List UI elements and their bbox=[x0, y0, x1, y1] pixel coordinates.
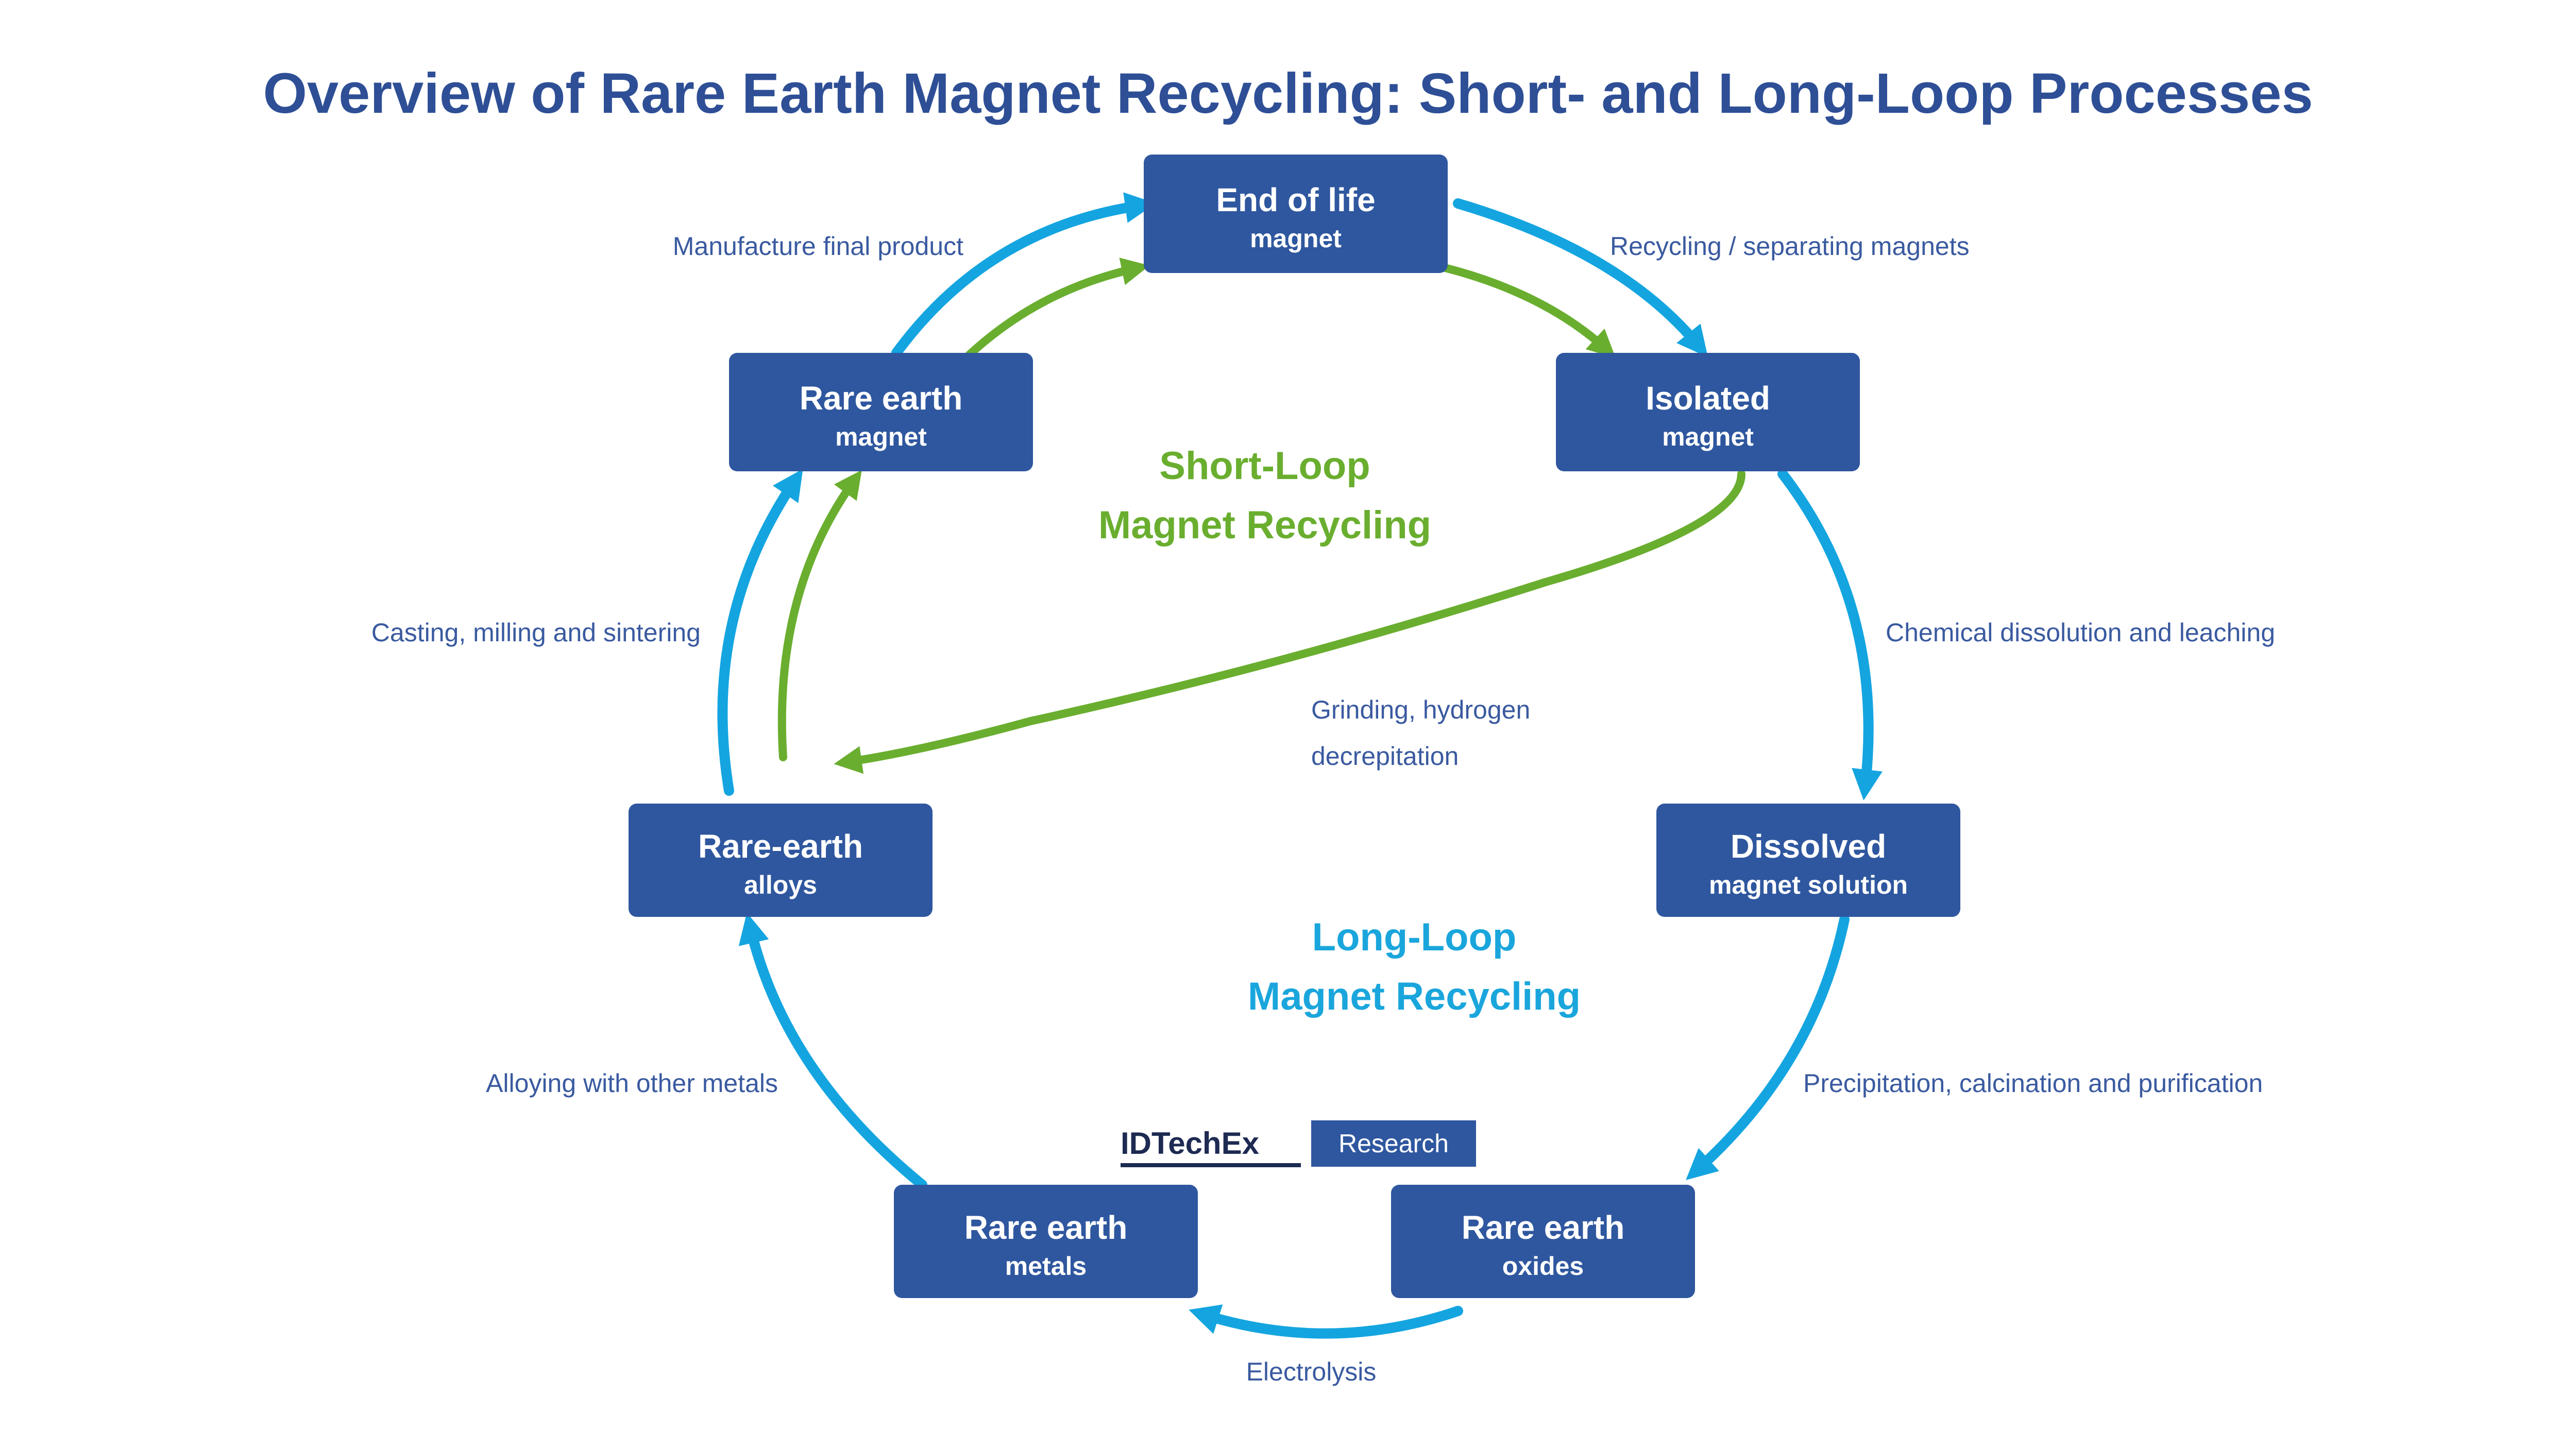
page-title: Overview of Rare Earth Magnet Recycling:… bbox=[263, 62, 2313, 125]
long-loop-arrow-6 bbox=[717, 469, 803, 796]
logo-brand: IDTechEx bbox=[1121, 1126, 1259, 1161]
step-label-grinding-line1: Grinding, hydrogen bbox=[1311, 695, 1530, 724]
long-loop-arrow-3 bbox=[1686, 914, 1850, 1180]
node-rare-earth-magnet-line1: Rare earth bbox=[800, 380, 963, 417]
node-rare-earth-oxides: Rare earth oxides bbox=[1391, 1185, 1695, 1298]
step-label-recycling: Recycling / separating magnets bbox=[1610, 232, 1970, 261]
idtechex-research-logo: IDTechEx Research bbox=[1121, 1120, 1476, 1167]
step-label-manufacture: Manufacture final product bbox=[673, 232, 963, 261]
node-isolated-magnet: Isolated magnet bbox=[1556, 353, 1860, 471]
step-label-electrolysis: Electrolysis bbox=[1246, 1357, 1377, 1386]
node-rare-earth-magnet-line2: magnet bbox=[835, 422, 927, 451]
node-isolated-magnet-line1: Isolated bbox=[1646, 380, 1770, 417]
long-loop-arrow-7 bbox=[891, 192, 1156, 358]
node-dissolved-line1: Dissolved bbox=[1731, 828, 1886, 865]
node-isolated-magnet-line2: magnet bbox=[1662, 422, 1754, 451]
node-rare-earth-alloys: Rare-earth alloys bbox=[629, 804, 933, 917]
node-dissolved-magnet-solution: Dissolved magnet solution bbox=[1656, 804, 1960, 917]
long-loop-label-line1: Long-Loop bbox=[1312, 915, 1517, 959]
short-loop-label-line2: Magnet Recycling bbox=[1098, 503, 1431, 547]
long-loop-arrow-1 bbox=[1453, 198, 1708, 357]
short-loop-arrow-1 bbox=[1441, 264, 1616, 358]
node-end-of-life-magnet: End of life magnet bbox=[1144, 155, 1448, 273]
node-alloys-line1: Rare-earth bbox=[698, 828, 863, 865]
long-loop-label-line2: Magnet Recycling bbox=[1248, 975, 1581, 1018]
short-loop-arrow-2 bbox=[834, 470, 1745, 774]
step-label-casting: Casting, milling and sintering bbox=[371, 618, 701, 647]
node-oxides-line1: Rare earth bbox=[1462, 1209, 1625, 1246]
node-alloys-line2: alloys bbox=[744, 871, 817, 899]
long-loop-arrow-5 bbox=[738, 912, 927, 1190]
long-loop-arrow-2 bbox=[1777, 469, 1883, 800]
node-end-of-life-magnet-line1: End of life bbox=[1216, 181, 1375, 218]
short-loop-label-line1: Short-Loop bbox=[1159, 444, 1370, 488]
node-end-of-life-magnet-line2: magnet bbox=[1250, 224, 1342, 253]
node-rare-earth-magnet: Rare earth magnet bbox=[729, 353, 1033, 471]
node-oxides-line2: oxides bbox=[1502, 1252, 1584, 1281]
node-metals-line2: metals bbox=[1005, 1252, 1087, 1281]
short-loop-arrow-3 bbox=[777, 470, 862, 761]
node-metals-line1: Rare earth bbox=[964, 1209, 1128, 1246]
node-dissolved-line2: magnet solution bbox=[1709, 871, 1908, 899]
logo-research-box: Research bbox=[1338, 1129, 1449, 1158]
node-rare-earth-metals: Rare earth metals bbox=[894, 1185, 1198, 1298]
step-label-precipitation: Precipitation, calcination and purificat… bbox=[1803, 1069, 2263, 1098]
step-label-dissolution: Chemical dissolution and leaching bbox=[1886, 618, 2275, 647]
short-loop-arrow-4 bbox=[964, 258, 1150, 360]
long-loop-arrow-4 bbox=[1189, 1304, 1463, 1339]
step-label-alloying: Alloying with other metals bbox=[486, 1069, 778, 1098]
step-label-grinding-line2: decrepitation bbox=[1311, 742, 1459, 771]
